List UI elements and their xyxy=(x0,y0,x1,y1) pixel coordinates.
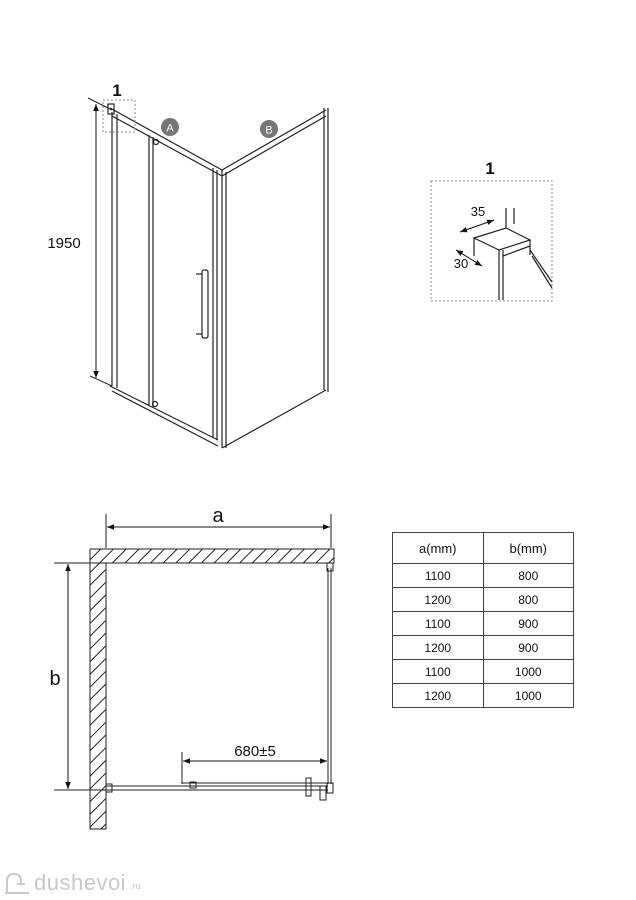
cell-b: 800 xyxy=(482,587,574,612)
table-row: 1100 800 xyxy=(392,563,574,588)
cell-b: 1000 xyxy=(482,683,574,708)
profile-detail xyxy=(472,208,553,300)
profile-depth-label: 30 xyxy=(454,256,468,271)
cell-b: 900 xyxy=(482,611,574,636)
profile-width-dimension: 35 xyxy=(459,204,495,233)
profile-depth-dimension: 30 xyxy=(454,249,483,271)
panel-b-badge: B xyxy=(260,120,278,138)
cell-b: 900 xyxy=(482,635,574,660)
header-b: b(mm) xyxy=(482,532,574,564)
cell-a: 1200 xyxy=(392,635,484,660)
enclosure-elevation xyxy=(107,103,329,449)
profile-width-label: 35 xyxy=(471,204,485,219)
svg-text:B: B xyxy=(265,125,272,137)
width-label-a: a xyxy=(212,505,224,527)
table-row: 1200 1000 xyxy=(392,683,574,708)
depth-label-b: b xyxy=(49,668,60,690)
cell-b: 1000 xyxy=(482,659,574,684)
cell-a: 1200 xyxy=(392,587,484,612)
width-dimension-a: a xyxy=(105,505,332,548)
watermark-text: dushevoi xyxy=(34,870,127,895)
table-row: 1100 900 xyxy=(392,611,574,636)
cell-a: 1200 xyxy=(392,683,484,708)
panel-a-badge: A xyxy=(161,118,179,136)
size-table: a(mm) b(mm) 1100 800 1200 800 1100 900 1… xyxy=(392,532,574,708)
height-label: 1950 xyxy=(47,235,80,252)
side-panel-b xyxy=(221,108,329,449)
plan-glass xyxy=(105,562,334,801)
cell-a: 1100 xyxy=(392,611,484,636)
cell-b: 800 xyxy=(482,563,574,588)
opening-dimension: 680±5 xyxy=(181,743,329,784)
walls xyxy=(89,548,335,830)
cell-a: 1100 xyxy=(392,659,484,684)
cell-a: 1100 xyxy=(392,563,484,588)
size-table-header: a(mm) b(mm) xyxy=(392,532,574,564)
front-panel-a xyxy=(107,103,223,447)
svg-text:A: A xyxy=(166,123,174,135)
detail-frame xyxy=(430,180,553,302)
detail-marker-label: 1 xyxy=(112,81,121,100)
watermark: dushevoi .ru xyxy=(4,870,141,896)
header-a: a(mm) xyxy=(392,532,484,564)
table-row: 1100 1000 xyxy=(392,659,574,684)
table-row: 1200 800 xyxy=(392,587,574,612)
table-row: 1200 900 xyxy=(392,635,574,660)
shower-logo-icon xyxy=(5,872,29,894)
detail-title: 1 xyxy=(485,159,494,178)
height-dimension: 1950 xyxy=(47,97,113,387)
watermark-tld: .ru xyxy=(130,881,141,891)
detail-callout-box xyxy=(102,99,136,133)
depth-dimension-b: b xyxy=(49,562,106,791)
opening-label: 680±5 xyxy=(234,743,276,760)
